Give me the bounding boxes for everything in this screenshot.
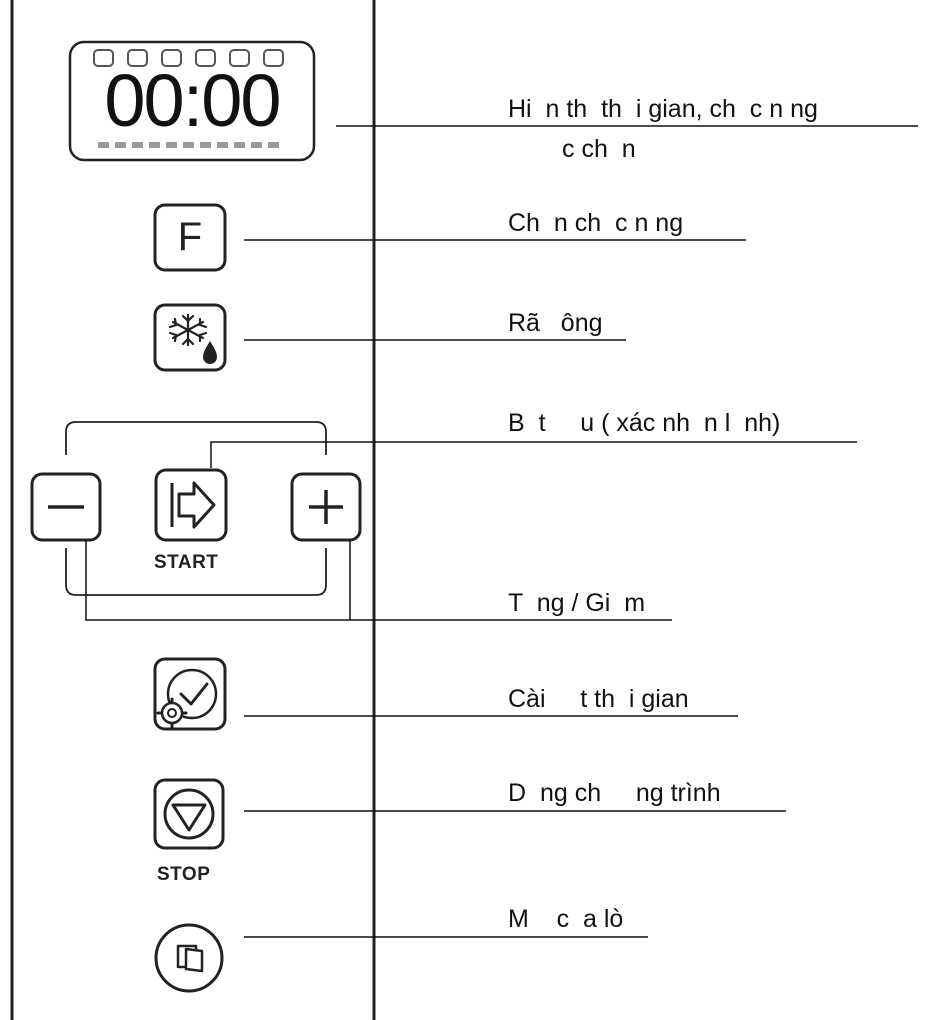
stop-triangle-icon	[153, 778, 225, 850]
leader-start	[210, 441, 857, 468]
callout-display-line2: c ch n	[562, 135, 636, 163]
function-button[interactable]: F	[177, 215, 203, 259]
door-open-icon	[154, 923, 224, 993]
clock-settings-button[interactable]	[155, 659, 225, 729]
leader-lines	[85, 125, 918, 938]
display-dash-segments	[98, 142, 279, 148]
gear-clock-icon	[153, 657, 227, 731]
minus-button[interactable]	[32, 474, 100, 540]
stop-button[interactable]	[155, 780, 223, 848]
defrost-button[interactable]	[155, 305, 225, 370]
callout-clock: Cài t th i gian	[508, 685, 689, 713]
plus-button[interactable]	[292, 474, 360, 540]
display-time: 00:00	[104, 59, 281, 142]
callout-defrost: Rã ông	[508, 309, 603, 337]
leader-plus-minus	[85, 540, 672, 621]
start-group-bracket	[65, 421, 327, 596]
callout-display-line1: Hi n th th i gian, ch c n ng	[508, 95, 818, 123]
callout-function: Ch n ch c n ng	[508, 209, 684, 237]
start-arrow-icon	[154, 468, 228, 542]
display-indicator-boxes	[93, 49, 284, 67]
callout-plus-minus: T ng / Gi m	[508, 589, 646, 617]
door-open-button[interactable]	[156, 925, 222, 991]
plus-button-frame	[290, 472, 362, 542]
stop-label: STOP	[157, 864, 211, 885]
callout-door: M c a lò	[508, 905, 624, 933]
time-display	[68, 40, 316, 162]
callout-stop: D ng ch ng trình	[508, 779, 721, 807]
panel-frame	[10, 0, 376, 1020]
start-button[interactable]	[156, 470, 226, 540]
callout-start: B t u ( xác nh n l nh)	[508, 409, 781, 437]
start-label: START	[154, 552, 219, 573]
snowflake-droplet-icon	[153, 303, 227, 372]
function-button-frame	[153, 203, 227, 272]
minus-button-frame	[30, 472, 102, 542]
